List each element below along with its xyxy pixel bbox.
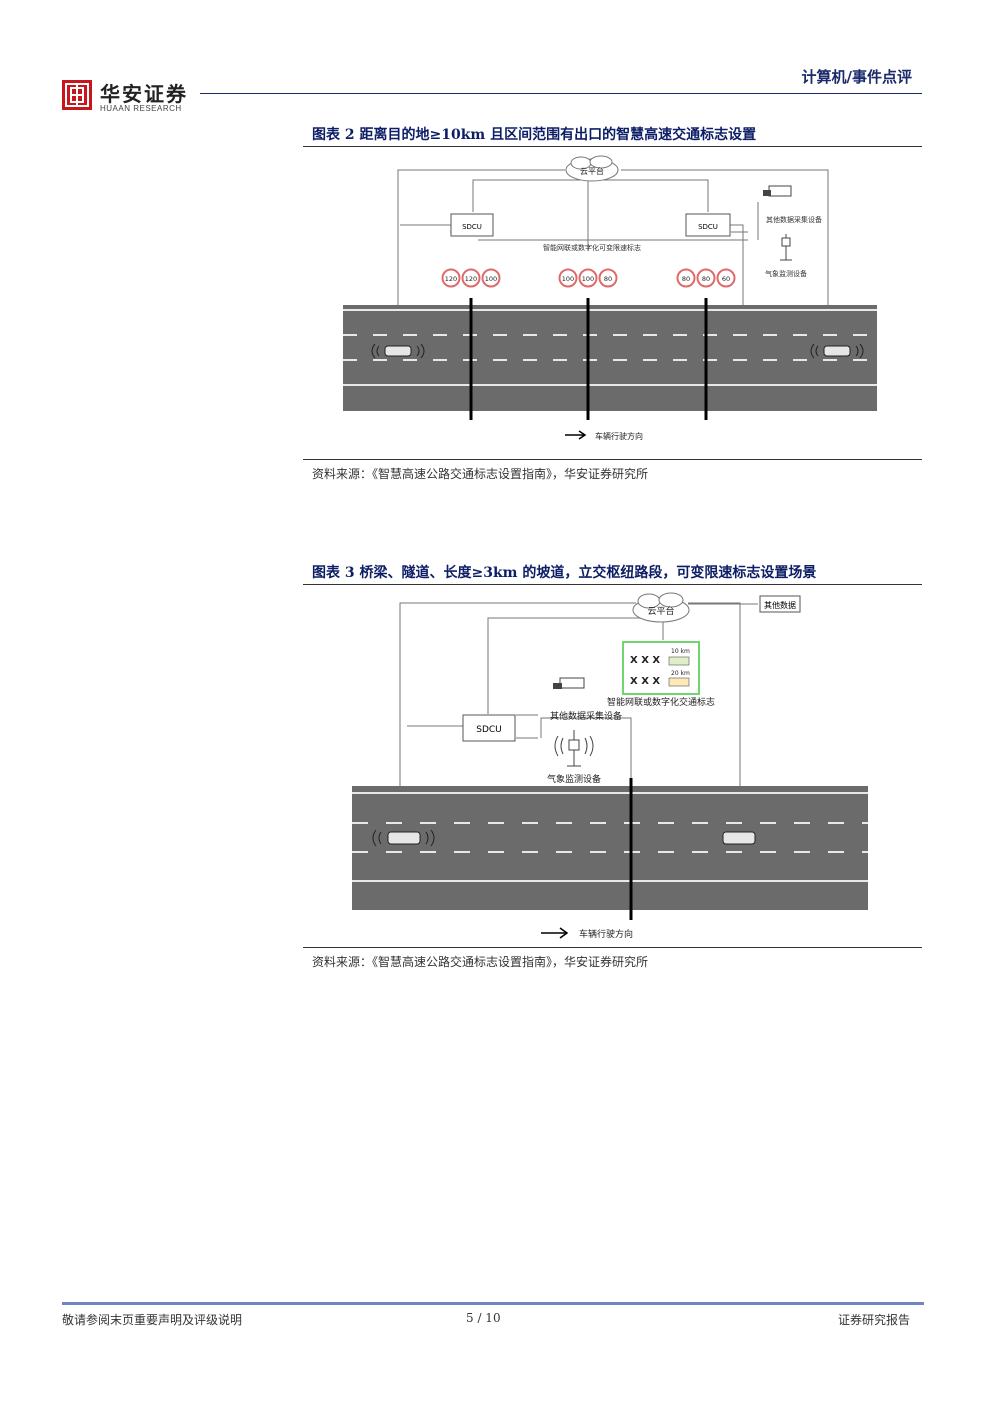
figure2-bottom-rule bbox=[303, 459, 922, 460]
sdcu-left-label: SDCU bbox=[462, 223, 482, 231]
brand-name: 华安证券 bbox=[100, 82, 188, 106]
sign-dist2-label: 20 km bbox=[671, 670, 690, 677]
cloud-label: 云平台 bbox=[580, 166, 604, 176]
weather-station-icon bbox=[554, 730, 594, 767]
speed-limit-sign-icon bbox=[461, 268, 481, 288]
vehicle-right-icon bbox=[810, 343, 864, 359]
cloud-platform-icon: 云平台 bbox=[565, 155, 619, 182]
direction-label: 车辆行驶方向 bbox=[595, 431, 643, 441]
vehicle-right-icon bbox=[722, 831, 756, 845]
weather-station-icon bbox=[780, 234, 792, 261]
figure3-bottom-rule bbox=[303, 947, 922, 948]
speed-limit-sign-icon bbox=[441, 268, 461, 288]
speed-limit-value: 100 bbox=[582, 275, 594, 283]
speed-limit-value: 120 bbox=[465, 275, 477, 283]
sign-dist1-label: 10 km bbox=[671, 648, 690, 655]
vehicle-left-icon bbox=[372, 829, 435, 847]
company-logo-icon bbox=[62, 80, 92, 110]
cloud-label: 云平台 bbox=[647, 605, 674, 617]
sdcu-right-label: SDCU bbox=[698, 223, 718, 231]
speed-limit-sign-icon bbox=[558, 268, 578, 288]
figure2-top-rule bbox=[303, 146, 922, 147]
direction-label: 车辆行驶方向 bbox=[579, 928, 633, 940]
footer-report-type: 证券研究报告 bbox=[837, 1313, 910, 1327]
camera-icon bbox=[553, 677, 585, 689]
sdcu-label: SDCU bbox=[476, 725, 502, 735]
figure3-title: 图表 3 桥梁、隧道、长度≥3km 的坡道，立交枢纽路段，可变限速标志设置场景 bbox=[312, 565, 817, 581]
other-collect-label: 其他数据采集设备 bbox=[550, 710, 622, 722]
sign-row2-label: X X X bbox=[630, 676, 660, 687]
speed-limit-sign-icon bbox=[676, 268, 696, 288]
speed-limit-value: 80 bbox=[702, 275, 710, 283]
header-divider bbox=[200, 93, 922, 94]
figure2-diagram: 云平台 SDCU SDCU 智能网联或数字化可变限速标志 其他数据采集设备 气象… bbox=[303, 150, 922, 458]
figure3-diagram: 云平台 其他数据 X X X X X X 10 km 20 km 智能网联或数字… bbox=[303, 588, 922, 946]
speed-limit-sign-icon bbox=[578, 268, 598, 288]
figure2-title: 图表 2 距离目的地≥10km 且区间范围有出口的智慧高速交通标志设置 bbox=[312, 127, 757, 143]
speed-limit-value: 100 bbox=[562, 275, 574, 283]
weather-label: 气象监测设备 bbox=[765, 269, 807, 278]
report-section: 计算机/事件点评 bbox=[801, 68, 912, 86]
figure2-source: 资料来源：《智慧高速公路交通标志设置指南》，华安证券研究所 bbox=[312, 467, 649, 481]
other-data-label: 其他数据采集设备 bbox=[766, 215, 822, 224]
direction-arrow-icon bbox=[541, 927, 569, 939]
camera-icon bbox=[763, 185, 792, 197]
cloud-platform-icon: 云平台 bbox=[632, 592, 690, 623]
page-number: 5 / 10 bbox=[466, 1311, 501, 1325]
speed-limit-sign-icon bbox=[481, 268, 501, 288]
weather-label: 气象监测设备 bbox=[547, 773, 601, 785]
speed-limit-value: 60 bbox=[722, 275, 730, 283]
other-data-box-label: 其他数据 bbox=[764, 600, 796, 610]
road-surface bbox=[352, 786, 868, 910]
speed-limit-sign-icon bbox=[696, 268, 716, 288]
speed-sign-groups: 120 120 100 100 100 80 80 80 60 bbox=[441, 268, 736, 288]
speed-limit-value: 100 bbox=[485, 275, 497, 283]
footer-divider bbox=[62, 1302, 924, 1305]
variable-sign-label: 智能网联或数字化可变限速标志 bbox=[543, 243, 641, 252]
speed-limit-sign-icon bbox=[716, 268, 736, 288]
speed-limit-value: 120 bbox=[445, 275, 457, 283]
figure3-top-rule bbox=[303, 584, 922, 585]
footer-disclaimer: 敬请参阅末页重要声明及评级说明 bbox=[62, 1313, 243, 1327]
sign-row1-label: X X X bbox=[630, 655, 660, 666]
figure3-source: 资料来源：《智慧高速公路交通标志设置指南》，华安证券研究所 bbox=[312, 955, 649, 969]
brand-subtitle: HUAAN RESEARCH bbox=[100, 104, 182, 113]
speed-limit-value: 80 bbox=[682, 275, 690, 283]
digital-sign-label: 智能网联或数字化交通标志 bbox=[607, 696, 715, 708]
road-surface bbox=[343, 305, 877, 411]
direction-arrow-icon bbox=[565, 430, 587, 440]
speed-limit-value: 80 bbox=[604, 275, 612, 283]
speed-limit-sign-icon bbox=[598, 268, 618, 288]
vehicle-left-icon bbox=[371, 343, 425, 359]
